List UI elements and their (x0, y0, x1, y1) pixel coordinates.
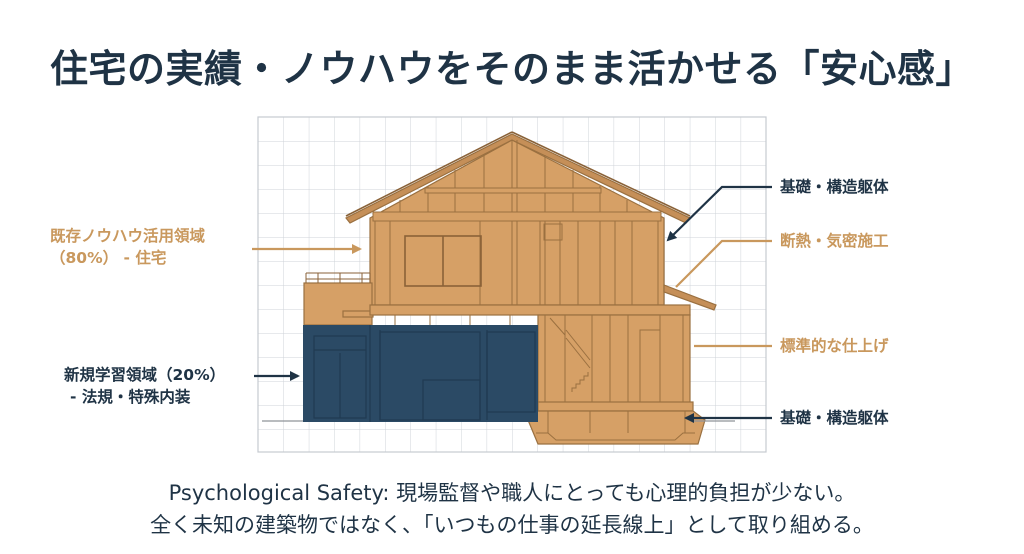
balcony-railing (305, 272, 371, 283)
label-structure-bottom: 基礎・構造躯体 (780, 409, 889, 427)
label-structure-top: 基礎・構造躯体 (780, 178, 889, 196)
label-new-learning: 新規学習領域（20%） - 法規・特殊内装 (64, 364, 225, 408)
label-standard-finish: 標準的な仕上げ (780, 337, 889, 355)
house-drawing (303, 131, 717, 445)
label-existing-line1: 既存ノウハウ活用領域 (50, 227, 206, 245)
label-new-line2: - 法規・特殊内装 (70, 388, 191, 406)
window-frame (404, 235, 482, 287)
leader-insulation (675, 239, 772, 288)
arrow-structure-top (666, 185, 772, 242)
footer-line-1: Psychological Safety: 現場監督や職人にとっても心理的負担が… (168, 481, 856, 505)
label-insulation: 断熱・気密施工 (780, 232, 889, 250)
page-title: 住宅の実績・ノウハウをそのまま活かせる「安心感」 (49, 47, 974, 91)
label-existing-line2: （80%） - 住宅 (50, 249, 167, 267)
footer-line-2: 全く未知の建築物ではなく、「いつもの仕事の延長線上」として取り組める。 (150, 513, 874, 537)
label-new-line1: 新規学習領域（20%） (64, 366, 226, 384)
leader-arrows (252, 185, 772, 423)
label-existing-knowhow: 既存ノウハウ活用領域 （80%） - 住宅 (50, 225, 205, 269)
new-learning-area (303, 325, 538, 422)
